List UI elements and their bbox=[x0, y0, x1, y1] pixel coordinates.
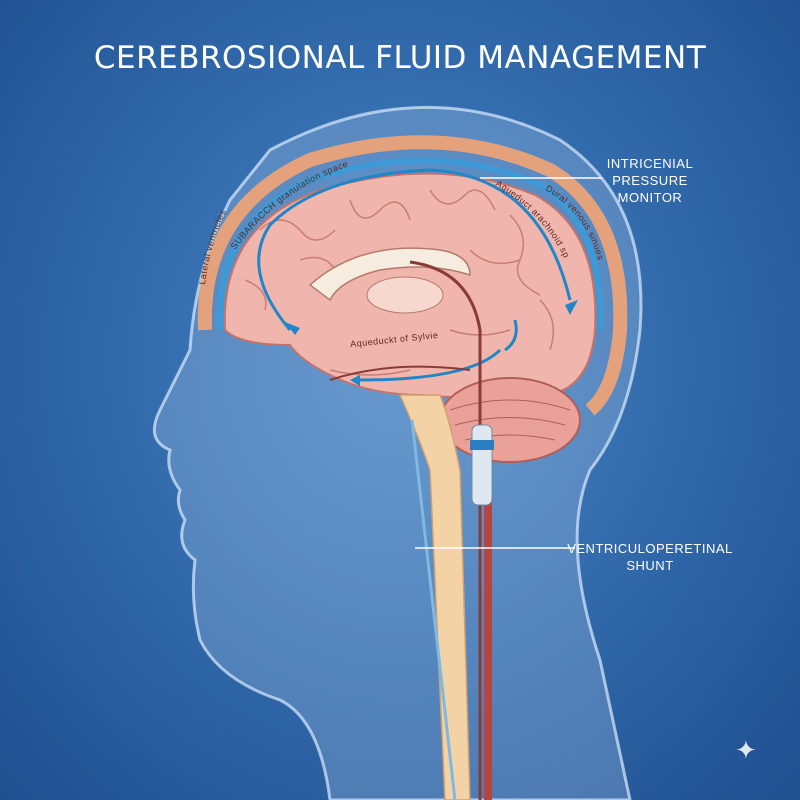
spinal-canal bbox=[410, 419, 457, 800]
lateral-ventricle bbox=[308, 247, 471, 302]
callout-line: MONITOR bbox=[617, 190, 683, 205]
shunt-catheter bbox=[409, 260, 482, 800]
shunt-valve bbox=[471, 424, 493, 506]
sparkle-icon: ✦ bbox=[735, 735, 757, 765]
callout-line: VENTRICULOPERETINAL bbox=[567, 541, 733, 556]
csf-flow-arrows bbox=[257, 168, 572, 382]
callout-line: SHUNT bbox=[626, 558, 674, 573]
page-title: CEREBROSIONAL FLUID MANAGEMENT bbox=[93, 40, 707, 76]
thalamus bbox=[366, 276, 444, 314]
cerebellum bbox=[439, 377, 581, 463]
shunt-callout: VENTRICULOPERETINAL SHUNT bbox=[560, 540, 740, 574]
dura-layer bbox=[197, 135, 628, 416]
csf-layer bbox=[216, 157, 604, 331]
pressure-monitor-callout: INTRICENIAL PRESSURE MONITOR bbox=[600, 155, 700, 206]
callout-line: INTRICENIAL bbox=[606, 156, 694, 171]
callout-line: PRESSURE bbox=[612, 173, 688, 188]
gyri bbox=[244, 189, 555, 376]
